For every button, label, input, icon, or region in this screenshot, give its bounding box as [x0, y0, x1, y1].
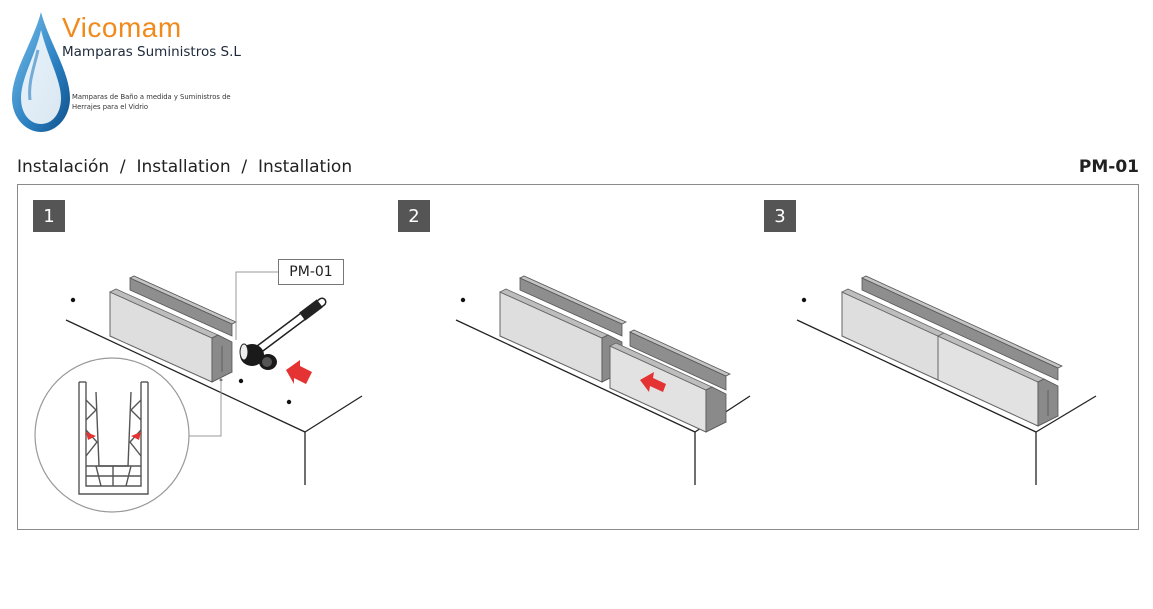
step-2-illustration	[455, 275, 751, 485]
step-1-illustration	[34, 271, 363, 513]
brand-name: Vicomam	[62, 12, 182, 43]
rubber-mallet-icon	[239, 297, 327, 370]
page-title: Instalación / Installation / Installatio…	[17, 157, 353, 177]
step-badge-2: 2	[398, 200, 430, 232]
pm-01-callout-label: PM-01	[278, 259, 344, 285]
water-drop-logo-icon	[12, 12, 70, 132]
instructions-panel	[17, 184, 1139, 530]
tagline-line-2: Herrajes para el Vidrio	[72, 103, 149, 111]
step-badge-3: 3	[764, 200, 796, 232]
push-arrow-icon	[286, 360, 312, 384]
step-3-illustration	[796, 275, 1097, 485]
company-name: Mamparas Suministros S.L	[62, 44, 241, 60]
step-badge-1: 1	[33, 200, 65, 232]
tagline-line-1: Mamparas de Baño a medida y Suministros …	[72, 93, 231, 101]
slide-arrow-icon	[640, 372, 666, 392]
product-code: PM-01	[1078, 157, 1139, 177]
